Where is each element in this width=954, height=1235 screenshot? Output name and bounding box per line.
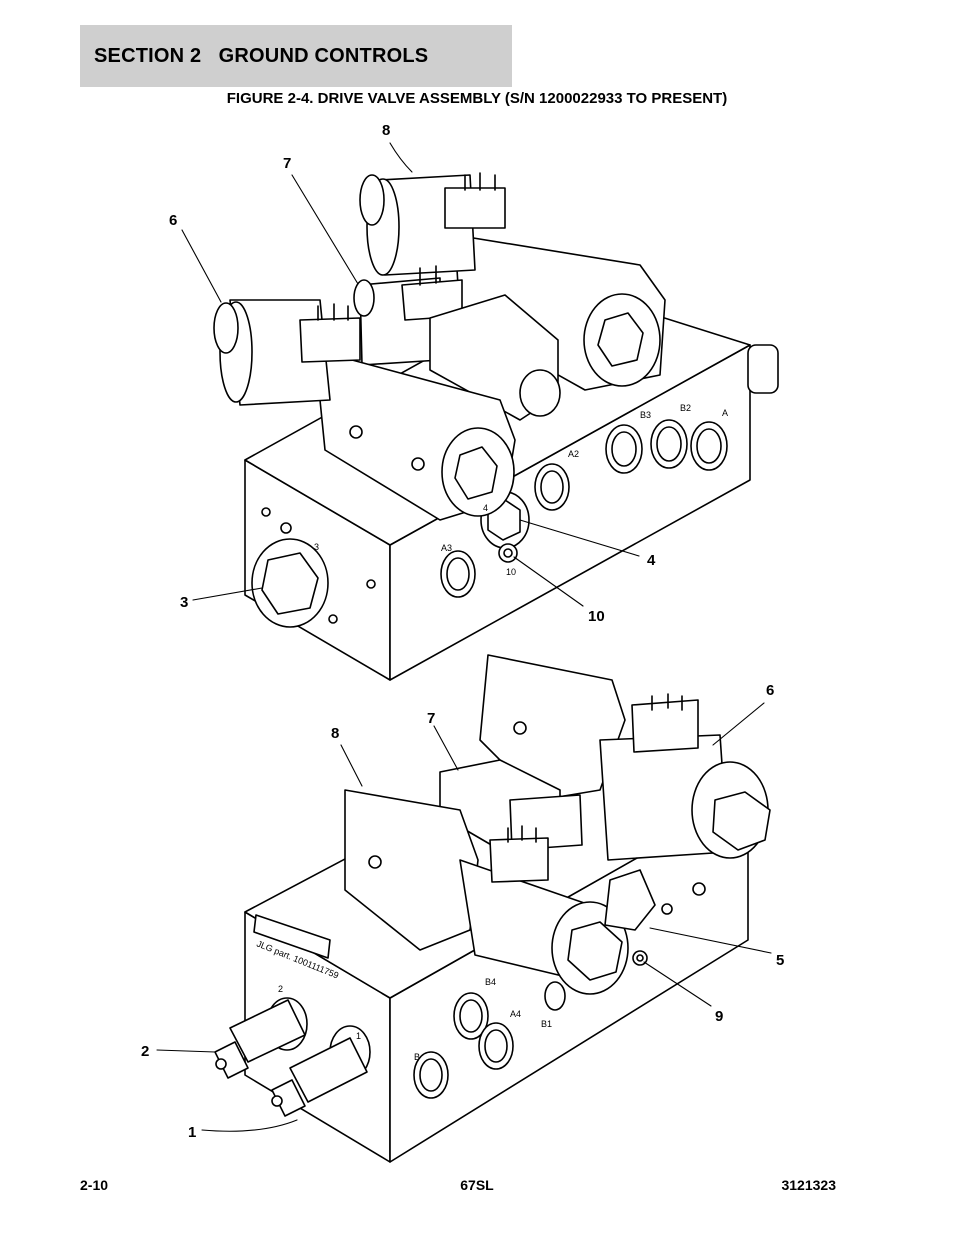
stamp-b3: B3 <box>640 410 651 420</box>
lower-middle-connector <box>509 794 583 851</box>
lower-valve-assembly <box>214 654 771 1163</box>
lower-right-valve-body <box>479 654 626 801</box>
callout-upper-7: 7 <box>283 155 291 172</box>
callout-numbers: 8 7 6 4 10 3 6 7 8 5 9 2 1 <box>141 122 784 1141</box>
lower-left-connector <box>489 837 549 883</box>
callout-lower-5: 5 <box>776 952 784 969</box>
callout-upper-4: 4 <box>647 552 656 569</box>
callout-lower-6: 6 <box>766 682 774 699</box>
stamp-a4: A4 <box>510 1009 521 1019</box>
callout-lower-7: 7 <box>427 710 435 727</box>
stamp-b4: B4 <box>485 977 496 987</box>
document-number: 3121323 <box>781 1177 836 1193</box>
callout-lower-9: 9 <box>715 1008 723 1025</box>
stamp-3: 3 <box>314 542 319 552</box>
callout-lower-2: 2 <box>141 1043 149 1060</box>
figure-title: FIGURE 2-4. DRIVE VALVE ASSEMBLY (S/N 12… <box>226 90 728 107</box>
callout-upper-3: 3 <box>180 594 188 611</box>
stamp-a: A <box>722 408 728 418</box>
stamp-b2: B2 <box>680 403 691 413</box>
stamp-b: B <box>414 1052 420 1062</box>
page-number: 2-10 <box>80 1177 109 1193</box>
upper-front-connector <box>299 317 361 363</box>
section-header: SECTION 2 GROUND CONTROLS <box>80 25 512 87</box>
stamp-2: 2 <box>278 984 283 994</box>
lower-left-valve-body <box>344 789 479 951</box>
section-title: SECTION 2 GROUND CONTROLS <box>94 44 429 67</box>
callout-upper-10: 10 <box>588 608 605 625</box>
upper-rear-connector <box>444 187 506 229</box>
relief-valve-item-2 <box>229 999 306 1063</box>
callout-upper-6: 6 <box>169 212 177 229</box>
stamp-b1: B1 <box>541 1019 552 1029</box>
stamp-a2: A2 <box>568 449 579 459</box>
upper-end-fitting <box>747 344 779 394</box>
callout-lower-1: 1 <box>188 1124 196 1141</box>
hex-plug-item-3 <box>261 552 319 615</box>
plug-item-5 <box>604 869 656 931</box>
stamp-10: 10 <box>506 567 516 577</box>
stamp-a3: A3 <box>441 543 452 553</box>
model-name: 67SL <box>460 1177 494 1193</box>
callout-lower-8: 8 <box>331 725 339 742</box>
relief-valve-item-1 <box>289 1037 368 1103</box>
part-nameplate <box>253 914 331 959</box>
stamp-1: 1 <box>356 1031 361 1041</box>
lower-right-connector <box>631 699 699 753</box>
callout-leader-lines <box>156 142 772 1132</box>
upper-valve-assembly <box>213 172 779 681</box>
callout-upper-8: 8 <box>382 122 390 139</box>
stamp-4: 4 <box>483 503 488 513</box>
